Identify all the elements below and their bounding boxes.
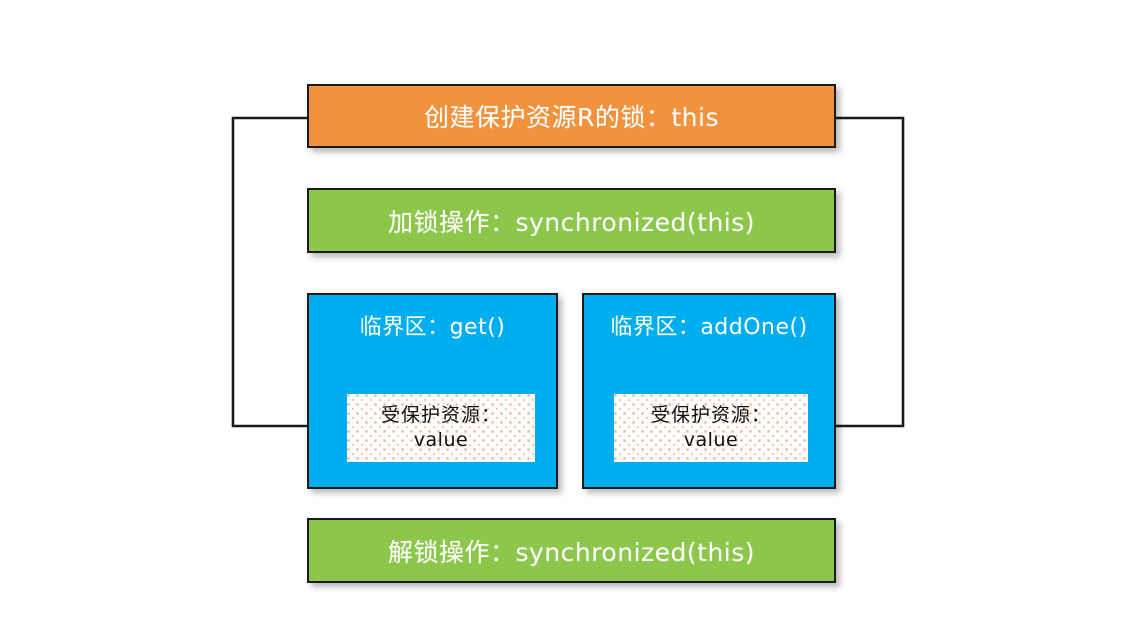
critical-section-addone-box: 临界区：addOne() 受保护资源： value (582, 293, 836, 489)
lock-acquire-box: 加锁操作：synchronized(this) (307, 188, 836, 253)
protected-resource-get: 受保护资源： value (347, 394, 535, 462)
protected-resource-addone: 受保护资源： value (614, 394, 808, 462)
protected-resource-value: value (683, 429, 739, 451)
lock-release-box: 解锁操作：synchronized(this) (307, 518, 836, 583)
lock-acquire-label: 加锁操作：synchronized(this) (387, 207, 756, 237)
critical-section-get-box: 临界区：get() 受保护资源： value (307, 293, 558, 489)
lock-create-box: 创建保护资源R的锁：this (307, 84, 836, 148)
protected-resource-label: 受保护资源： (650, 403, 771, 426)
critical-section-addone-title: 临界区：addOne() (610, 315, 808, 340)
protected-resource-label: 受保护资源： (380, 403, 501, 426)
protected-resource-value: value (413, 429, 469, 451)
lock-create-label: 创建保护资源R的锁：this (424, 103, 719, 132)
critical-section-get-title: 临界区：get() (359, 315, 506, 340)
lock-release-label: 解锁操作：synchronized(this) (387, 537, 756, 567)
